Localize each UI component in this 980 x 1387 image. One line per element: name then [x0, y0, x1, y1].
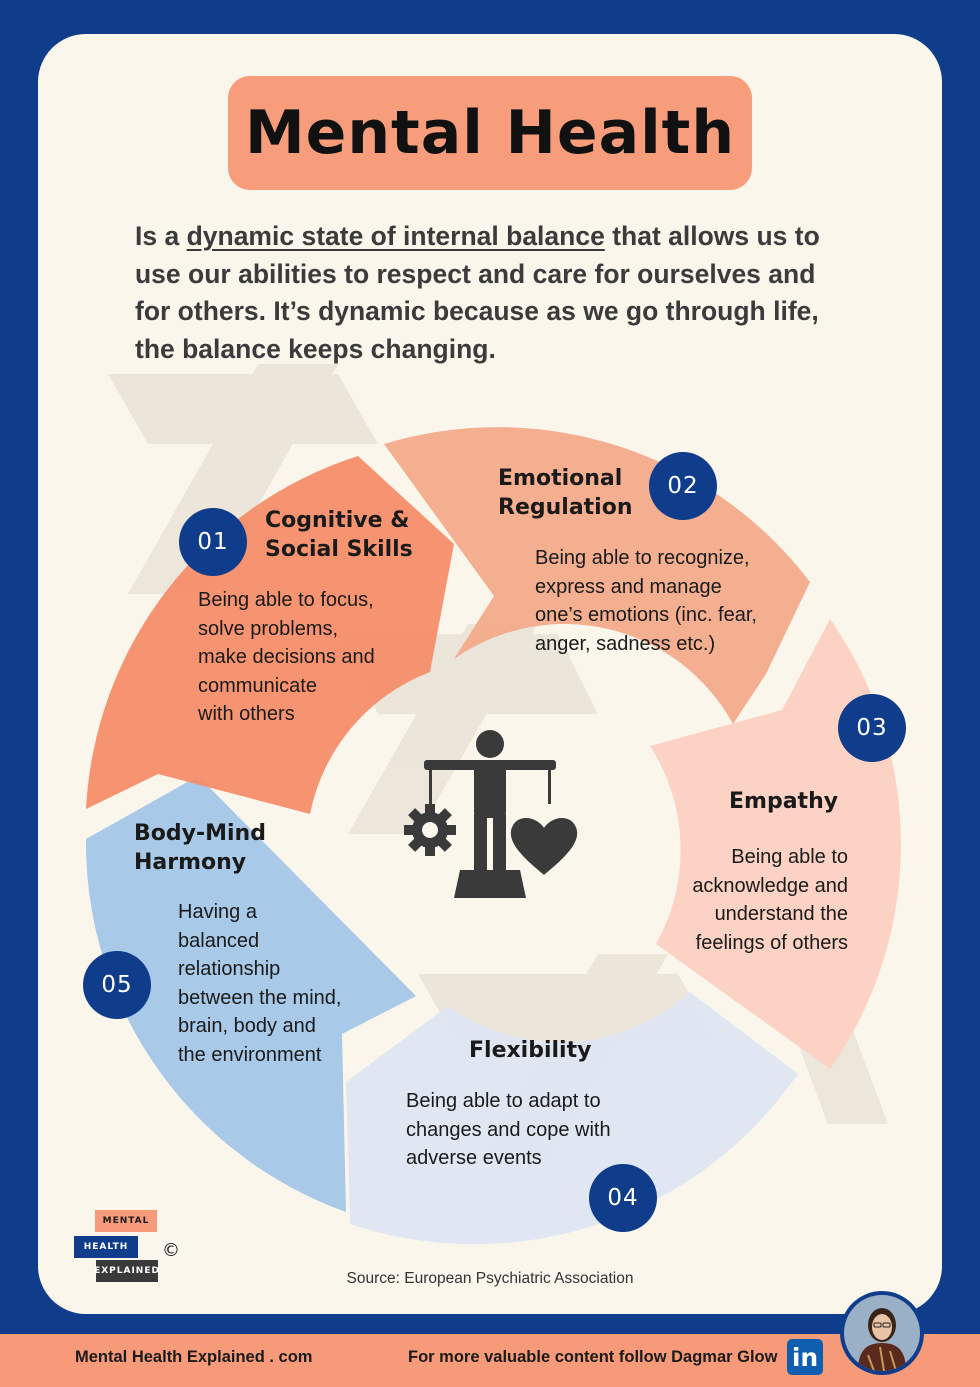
segment-02-heading-line2: Regulation [498, 495, 633, 520]
author-portrait-icon [844, 1295, 920, 1371]
segment-05-description: Having a balanced relationship between t… [178, 898, 341, 1069]
segment-02-line: anger, sadness etc.) [535, 632, 716, 655]
segment-05-line: balanced [178, 929, 260, 952]
title-banner: Mental Health [228, 76, 752, 190]
logo-tag-mental: MENTAL [95, 1210, 157, 1232]
segment-05-number-badge: 05 [83, 951, 151, 1019]
segment-01-number-badge: 01 [179, 508, 247, 576]
segment-03-heading-line1: Empathy [729, 789, 839, 814]
segment-05-heading: Body-Mind Harmony [134, 819, 266, 877]
segment-03-line: Being able to [731, 846, 848, 868]
segment-05-line: Having a [178, 901, 257, 923]
source-citation: Source: European Psychiatric Association [346, 1270, 634, 1287]
segment-03-heading: Empathy [729, 787, 838, 816]
segment-01-description: Being able to focus, solve problems, mak… [198, 586, 375, 729]
segment-01-line: communicate [198, 674, 317, 697]
segment-04-line: Being able to adapt to [406, 1090, 601, 1112]
segment-03-description: Being able to acknowledge and understand… [648, 843, 848, 957]
intro-highlight: dynamic state of internal balance [186, 221, 605, 251]
segment-05-shape [85, 776, 416, 1212]
segment-01-shape [86, 456, 454, 814]
balance-scale-person-icon [404, 730, 578, 898]
copyright-symbol: © [162, 1240, 180, 1261]
segment-01-heading-line2: Social Skills [265, 537, 413, 562]
intro-paragraph: Is a dynamic state of internal balance t… [135, 218, 855, 368]
segment-01-line: make decisions and [198, 646, 375, 668]
segment-05-line: brain, body and [178, 1015, 316, 1037]
infographic-card: Mental Health Is a dynamic state of inte… [38, 34, 942, 1314]
footer-website-link[interactable]: Mental Health Explained . com [75, 1348, 313, 1366]
linkedin-icon[interactable]: in [787, 1339, 823, 1375]
segment-04-line: changes and cope with [406, 1118, 611, 1141]
segment-05-heading-line1: Body-Mind [134, 821, 266, 846]
page-title: Mental Health [244, 98, 736, 168]
segment-01-line: with others [198, 703, 295, 725]
segment-04-shape [346, 992, 798, 1245]
segment-04-line: adverse events [406, 1147, 542, 1169]
segment-04-heading-line1: Flexibility [469, 1038, 592, 1063]
segment-05-line: relationship [178, 958, 281, 980]
intro-suffix: that allows us to use our abilities to r… [135, 221, 820, 364]
segment-01-heading-line1: Cognitive & [265, 508, 410, 533]
segment-05-line: the environment [178, 1043, 322, 1066]
segment-03-number-badge: 03 [838, 694, 906, 762]
segment-01-line: solve problems, [198, 617, 339, 640]
segment-01-heading: Cognitive & Social Skills [265, 506, 413, 564]
segment-02-line: Being able to recognize, [535, 547, 750, 569]
segment-03-line: understand the [714, 903, 848, 925]
footer-follow-text[interactable]: For more valuable content follow Dagmar … [408, 1348, 778, 1366]
segment-01-line: Being able to focus, [198, 589, 374, 611]
linkedin-icon-label: in [791, 1342, 819, 1372]
segment-02-number-badge: 02 [649, 452, 717, 520]
segment-04-heading: Flexibility [469, 1036, 591, 1065]
segment-02-line: express and manage [535, 575, 722, 598]
segment-03-line: acknowledge and [692, 874, 848, 897]
logo-tag-health: HEALTH [74, 1236, 138, 1258]
intro-prefix: Is a [135, 221, 187, 251]
segment-03-line: feelings of others [695, 931, 848, 954]
segment-05-heading-line2: Harmony [134, 850, 247, 875]
segment-02-description: Being able to recognize, express and man… [535, 544, 757, 658]
segment-02-line: one’s emotions (inc. fear, [535, 604, 757, 626]
segment-02-heading-line1: Emotional [498, 466, 623, 491]
mental-health-explained-logo: MENTAL HEALTH EXPLAINED © [74, 1208, 204, 1292]
segment-05-line: between the mind, [178, 986, 342, 1009]
author-avatar [840, 1291, 924, 1375]
segment-02-heading: Emotional Regulation [498, 464, 633, 522]
segment-04-description: Being able to adapt to changes and cope … [406, 1087, 611, 1173]
segment-04-number-badge: 04 [589, 1164, 657, 1232]
logo-tag-explained: EXPLAINED [94, 1260, 159, 1282]
